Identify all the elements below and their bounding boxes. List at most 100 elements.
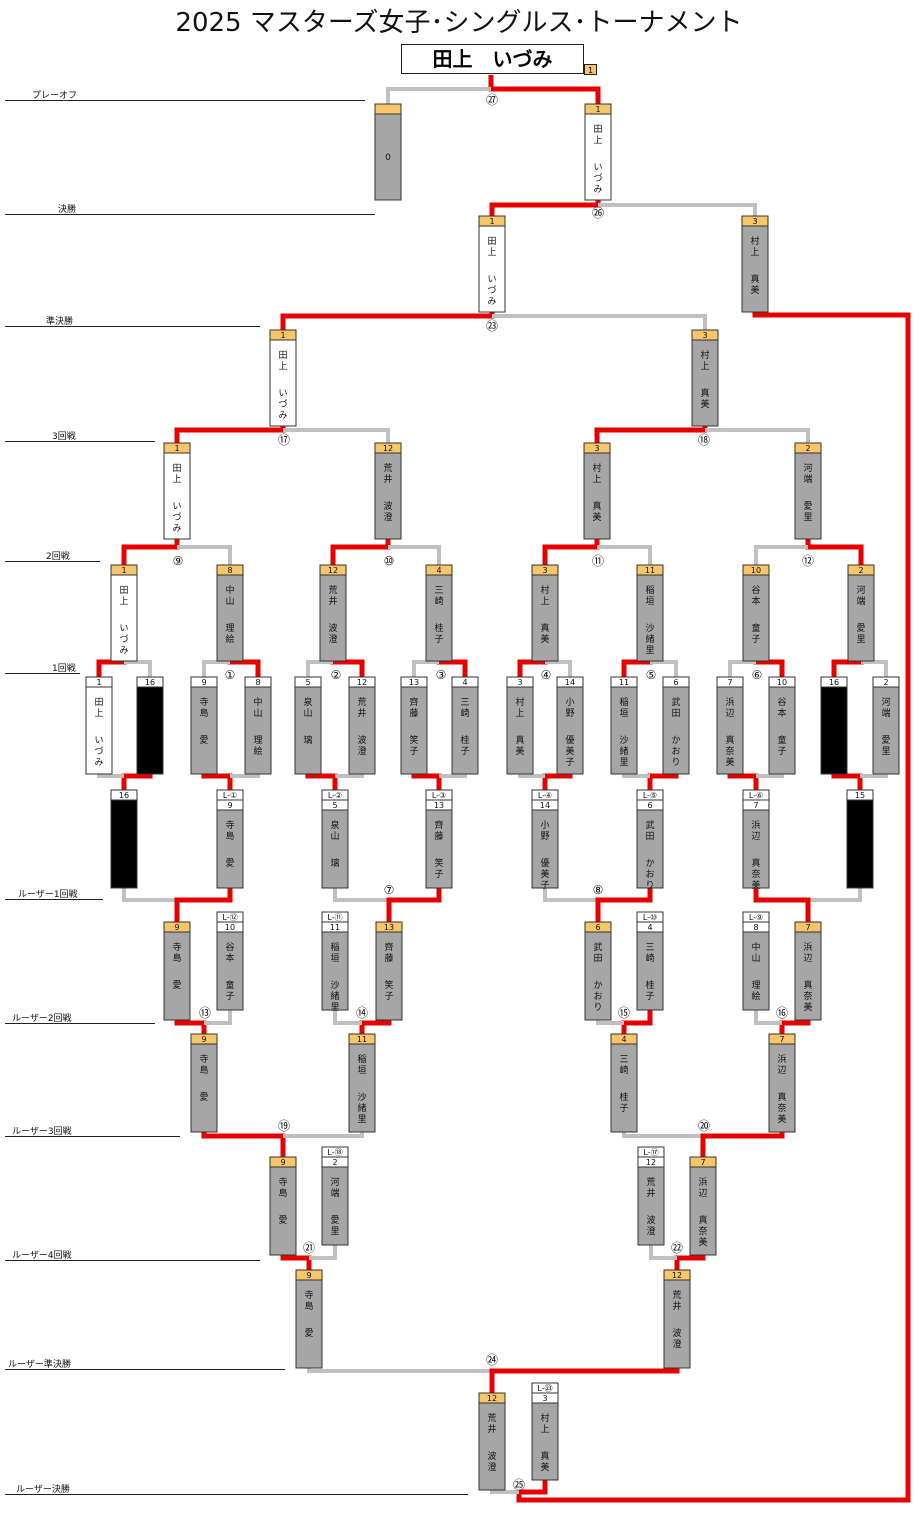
player-box xyxy=(348,1043,376,1133)
player-name: 荒井波澄 xyxy=(672,1290,681,1350)
loser-tag: L-⑩ xyxy=(643,913,657,922)
seed-number: 7 xyxy=(805,923,810,932)
player-name: 河端愛里 xyxy=(881,696,890,757)
loser-tag: L-② xyxy=(328,791,342,800)
seed-number: 10 xyxy=(225,923,235,932)
winner-path xyxy=(595,888,653,922)
player-name: 村上真美 xyxy=(540,584,549,645)
round-divider xyxy=(5,100,365,101)
player-name: 田上いづみ xyxy=(94,697,103,768)
player-box xyxy=(637,1166,665,1246)
match-number: ⑰ xyxy=(278,433,290,447)
player-box xyxy=(820,686,848,775)
player-box xyxy=(321,931,349,1011)
player-box xyxy=(110,574,138,662)
loser-path xyxy=(333,1010,362,1025)
seed-number: 12 xyxy=(357,678,367,687)
loser-path xyxy=(705,428,810,443)
winner-path-long xyxy=(516,303,911,1503)
winner-path xyxy=(489,190,601,216)
seed-number: 1 xyxy=(489,217,494,226)
loser-path xyxy=(808,888,862,902)
winner-path xyxy=(488,75,601,104)
player-name: 稲垣沙緒里 xyxy=(619,696,628,768)
seed-number: 4 xyxy=(436,566,441,575)
player-name: 浜辺真奈美 xyxy=(803,942,812,1013)
round-divider xyxy=(5,899,103,900)
player-name: 河端愛里 xyxy=(856,584,865,645)
loser-path xyxy=(177,545,232,565)
player-name: 田上いづみ xyxy=(119,585,128,656)
seed-number: 11 xyxy=(330,923,340,932)
seed-number: 9 xyxy=(174,923,179,932)
loser-path xyxy=(543,888,598,902)
seed-number: 12 xyxy=(672,1271,682,1280)
player-box xyxy=(663,1279,691,1369)
loser-path xyxy=(412,660,439,677)
seed-number: 15 xyxy=(855,791,865,800)
match-number: ⑮ xyxy=(618,1006,630,1020)
player-box xyxy=(610,1043,638,1133)
player-name: 泉山璃 xyxy=(303,696,312,746)
player-box xyxy=(425,809,453,889)
player-name: 三崎桂子 xyxy=(460,698,469,757)
player-name: 村上真美 xyxy=(540,1412,549,1473)
player-name: 谷本童子 xyxy=(751,585,760,645)
player-box xyxy=(478,1402,506,1491)
loser-path xyxy=(597,545,652,565)
player-name: 寺島愛 xyxy=(199,697,208,746)
player-name: 村上真美 xyxy=(592,462,601,523)
loser-tag: L-⑰ xyxy=(643,1148,658,1157)
winner-path xyxy=(753,888,811,922)
player-box xyxy=(321,1166,349,1246)
player-name: 稲垣沙緒里 xyxy=(645,584,654,656)
loser-tag: L-⑫ xyxy=(222,913,237,922)
seed-number: 1 xyxy=(595,105,600,114)
match-number: ㉓ xyxy=(486,319,498,333)
page-title: 2025 マスターズ女子･シングルス･トーナメント xyxy=(175,8,743,38)
player-box xyxy=(319,574,347,662)
round-divider xyxy=(5,1136,180,1137)
player-name: 三崎桂子 xyxy=(434,586,443,645)
player-box xyxy=(636,574,664,662)
match-number: ⑧ xyxy=(593,883,604,897)
match-number: ㉔ xyxy=(486,1353,498,1367)
seed-number: 10 xyxy=(751,566,761,575)
player-name: 田上いづみ xyxy=(487,236,496,307)
winner-path xyxy=(174,416,286,443)
player-name: 浜辺真奈美 xyxy=(725,697,734,768)
player-box xyxy=(478,225,506,313)
match-number: ㉑ xyxy=(303,1241,315,1255)
player-name: 中山理絵 xyxy=(253,696,262,757)
player-box xyxy=(583,452,611,540)
seed-number: 14 xyxy=(565,678,575,687)
round-divider xyxy=(5,561,100,562)
seed-number: 1 xyxy=(121,566,126,575)
seed-number: 16 xyxy=(829,678,839,687)
match-number: ⑩ xyxy=(384,554,395,568)
seed-number: 4 xyxy=(621,1035,626,1044)
player-name: 三崎桂子 xyxy=(619,1055,628,1114)
player-box xyxy=(741,225,769,313)
player-name: 武田かおり xyxy=(671,696,680,768)
round-label: ルーザー1回戦 xyxy=(18,890,78,900)
player-name: 村上真美 xyxy=(750,235,759,296)
match-number: ⑱ xyxy=(698,433,710,447)
seed-number: 6 xyxy=(595,923,600,932)
loser-tag: L-⑪ xyxy=(327,913,342,922)
match-number: ⑲ xyxy=(278,1119,290,1133)
match-number: ⑫ xyxy=(802,554,814,568)
player-box xyxy=(506,686,534,775)
match-number: ⑭ xyxy=(356,1006,368,1020)
player-box xyxy=(556,686,584,775)
player-name: 浜辺真奈美 xyxy=(698,1177,707,1248)
player-box xyxy=(451,686,479,775)
seed-number: 16 xyxy=(119,791,129,800)
seed-number: 12 xyxy=(328,566,338,575)
round-label: ルーザー決勝 xyxy=(16,1485,70,1495)
player-name: 武田かおり xyxy=(593,941,602,1013)
loser-path xyxy=(202,660,230,677)
seed-number: 10 xyxy=(777,678,787,687)
player-name: 小野優美子 xyxy=(540,820,549,891)
winner-path xyxy=(386,888,442,922)
